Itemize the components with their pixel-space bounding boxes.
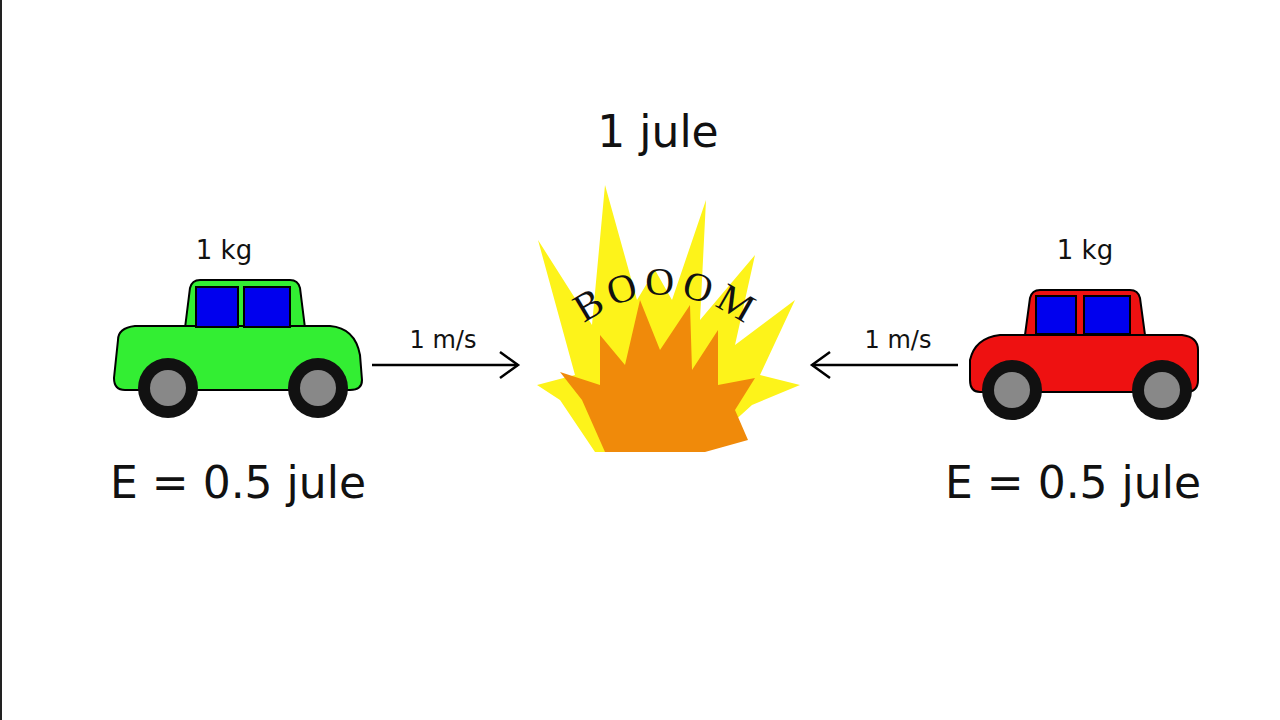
- speed-label: 1 m/s: [865, 327, 932, 353]
- mass-label: 1 kg: [196, 236, 252, 265]
- red-car: [970, 290, 1198, 420]
- explosion-outer: [537, 185, 800, 452]
- green-car: [114, 280, 362, 418]
- energy-label: E = 0.5 jule: [945, 459, 1201, 507]
- boom-text-wrap: BOOOM: [565, 259, 768, 333]
- energy-total: 1 jule: [597, 108, 718, 156]
- velocity-arrow: [812, 352, 958, 378]
- boom-text: BOOOM: [565, 259, 768, 333]
- energy-label: E = 0.5 jule: [110, 459, 366, 507]
- speed-label: 1 m/s: [410, 327, 477, 353]
- velocity-arrow: [372, 352, 518, 378]
- mass-label: 1 kg: [1057, 236, 1113, 265]
- frame-edge: [0, 0, 2, 720]
